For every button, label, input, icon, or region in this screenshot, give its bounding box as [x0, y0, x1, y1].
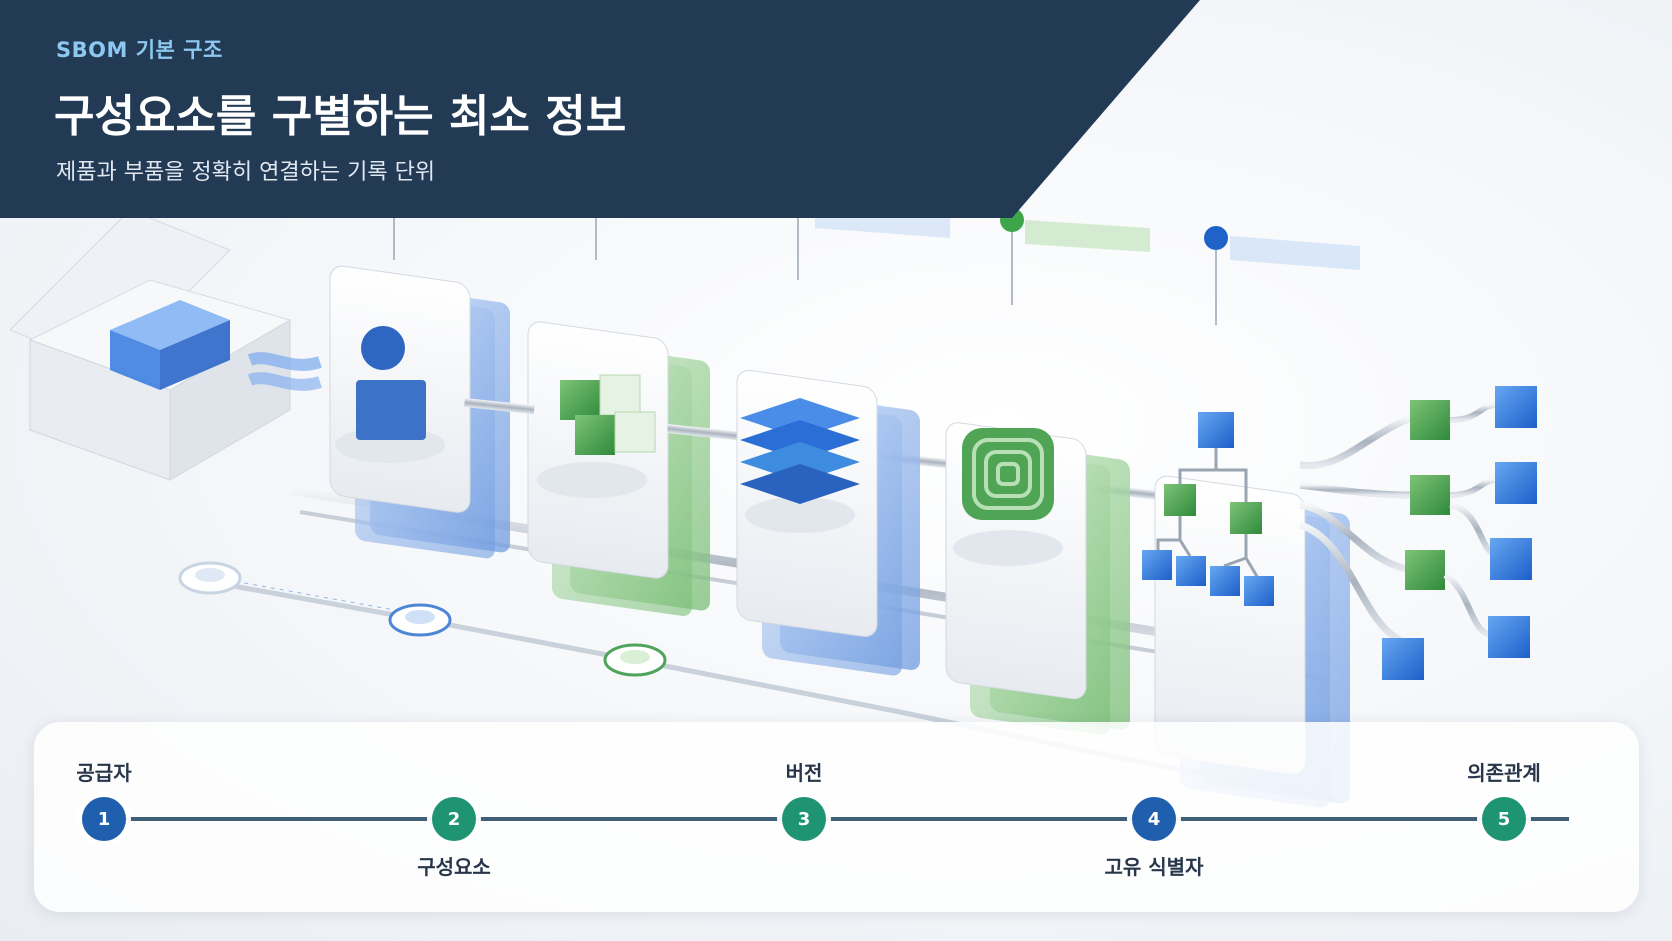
station-version — [736, 188, 950, 676]
timeline-step-5: 5 — [1482, 797, 1526, 841]
page-title: 구성요소를 구별하는 최소 정보 — [54, 91, 627, 142]
station-dependency — [1142, 226, 1360, 808]
section-kicker: SBOM 기본 구조 — [56, 38, 223, 62]
timeline-panel: 1 공급자 2 구성요소 3 버전 4 고유 식별자 5 의존관계 — [34, 722, 1639, 912]
timeline-track — [104, 817, 1569, 821]
timeline-step-label-2: 구성요소 — [417, 855, 491, 879]
header-band: SBOM 기본 구조 구성요소를 구별하는 최소 정보 제품과 부품을 정확히 … — [0, 0, 1672, 220]
station-supplier — [329, 205, 510, 559]
timeline-step-label-3: 버전 — [785, 761, 823, 785]
timeline-step-2: 2 — [432, 797, 476, 841]
station-component — [527, 170, 710, 616]
page-subtitle: 제품과 부품을 정확히 연결하는 기록 단위 — [56, 160, 436, 185]
timeline-step-3: 3 — [782, 797, 826, 841]
header-band-shape — [0, 0, 1200, 218]
floor-nodes — [178, 561, 667, 677]
timeline-step-label-4: 고유 식별자 — [1104, 855, 1204, 879]
timeline-step-label-5: 의존관계 — [1467, 761, 1541, 785]
station-identifier — [945, 208, 1150, 735]
product-box — [9, 209, 322, 481]
timeline-step-1: 1 — [82, 797, 126, 841]
timeline-step-4: 4 — [1132, 797, 1176, 841]
dependency-outputs — [1298, 386, 1537, 680]
timeline-step-label-1: 공급자 — [76, 761, 132, 785]
